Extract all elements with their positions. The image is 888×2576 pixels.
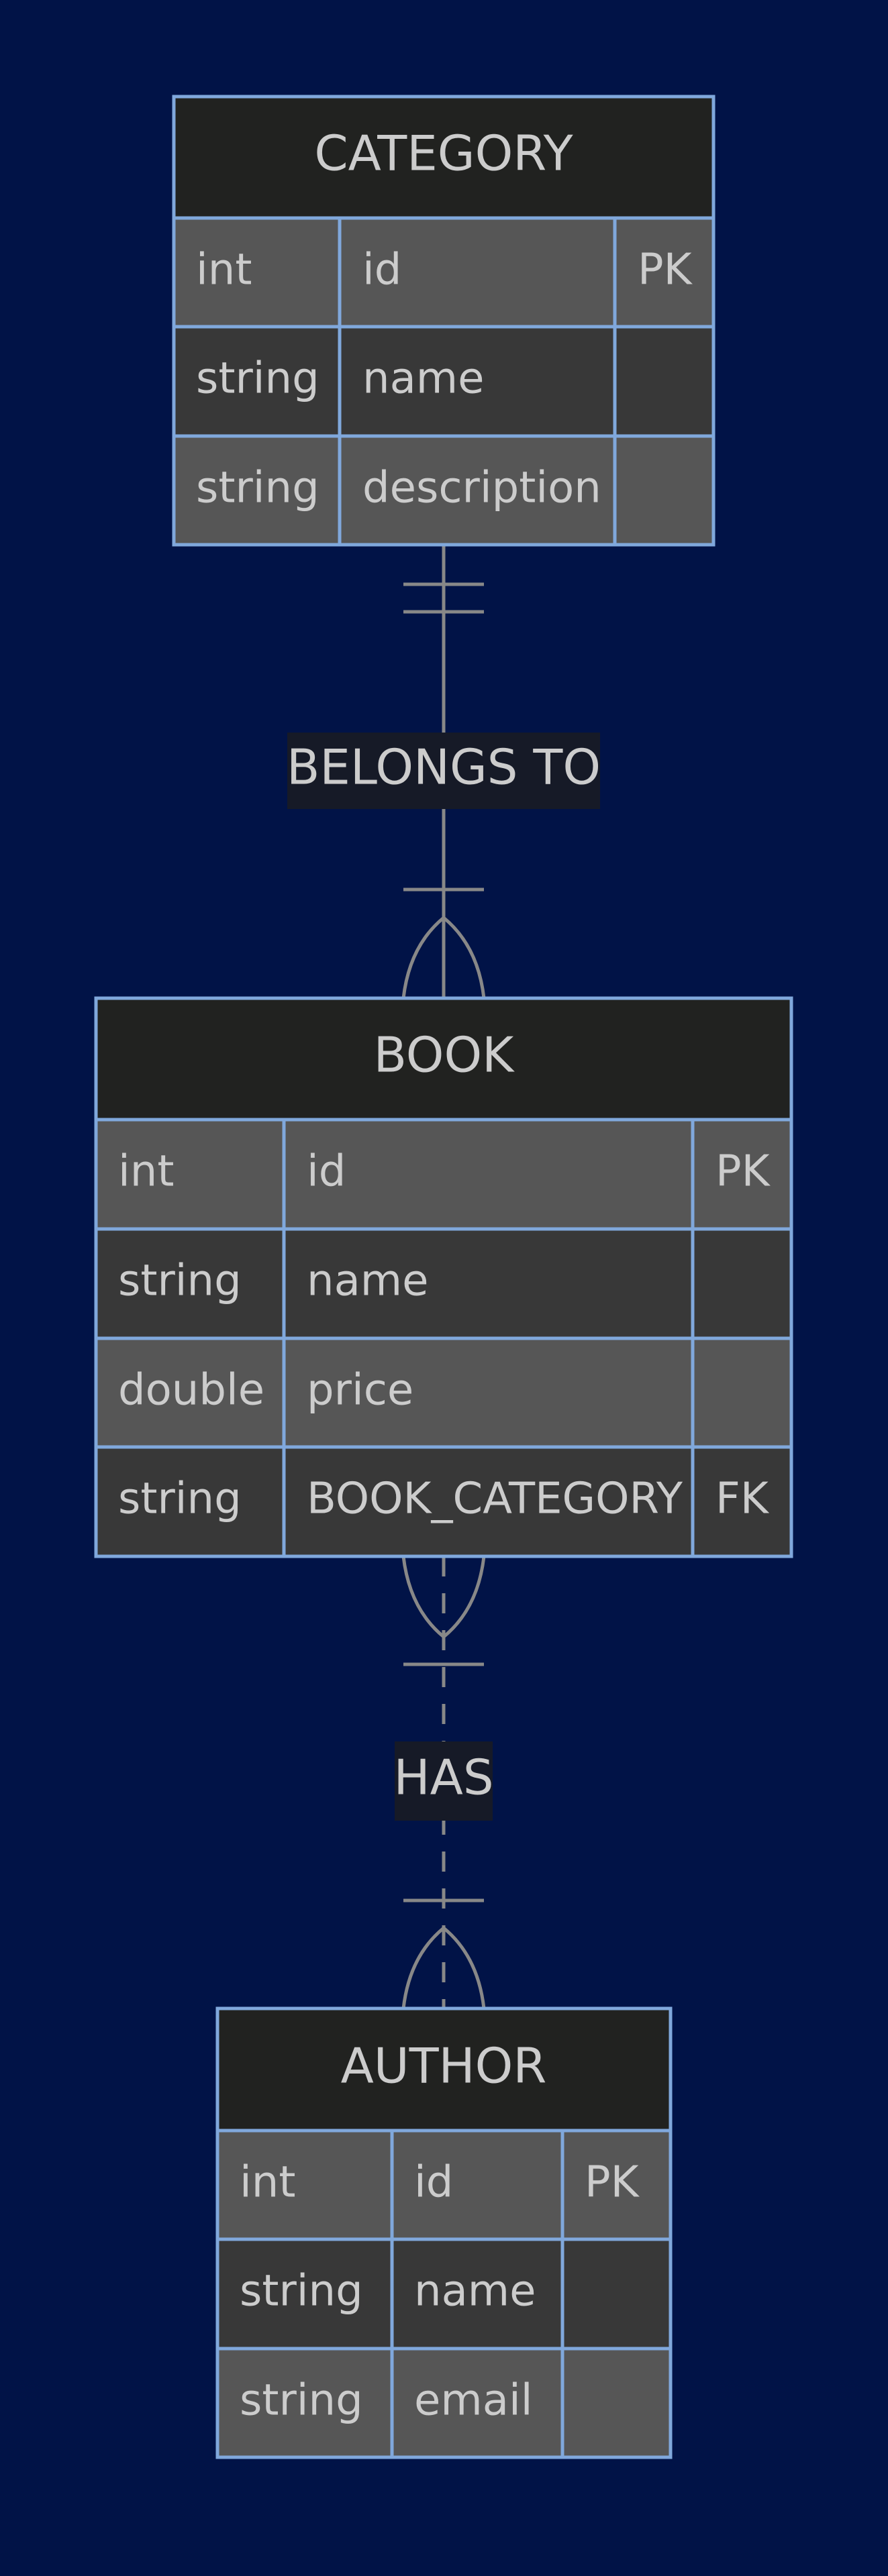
attribute-type: int	[240, 2158, 295, 2208]
attribute-type: string	[240, 2267, 363, 2316]
attribute-name: name	[414, 2267, 536, 2316]
attribute-row	[217, 2349, 671, 2457]
cardinality-crowfoot	[442, 1556, 486, 1638]
entity-header	[96, 998, 791, 1120]
entity-border	[215, 2006, 673, 2459]
attribute-type: string	[196, 464, 319, 513]
entity-category: CATEGORY int id PK string name string de…	[172, 95, 716, 547]
attribute-key: FK	[716, 1474, 770, 1524]
attribute-row	[217, 2131, 671, 2239]
attribute-name: email	[414, 2376, 533, 2426]
entity-border	[94, 996, 793, 1558]
entity-name: CATEGORY	[314, 125, 573, 182]
attribute-name: price	[307, 1366, 413, 1415]
cardinality-crowfoot	[401, 915, 486, 999]
attribute-row	[174, 218, 713, 327]
cardinality-crowfoot	[401, 1556, 445, 1638]
relationship-label-text: HAS	[393, 1750, 493, 1806]
attribute-name: name	[307, 1256, 429, 1306]
attribute-name: description	[362, 464, 601, 513]
attribute-row	[96, 1338, 791, 1447]
attribute-type: string	[196, 354, 319, 404]
attribute-name: id	[307, 1147, 346, 1197]
cardinality-crowfoot	[401, 1925, 486, 2009]
entity-border	[172, 95, 716, 547]
entity-name: AUTHOR	[341, 2038, 547, 2094]
attribute-type: int	[196, 246, 252, 295]
attribute-type: string	[118, 1474, 242, 1524]
attribute-row	[96, 1120, 791, 1229]
attribute-row	[217, 2239, 671, 2349]
attribute-key: PK	[585, 2158, 640, 2208]
relationship-belongs-to: BELONGS TO	[287, 545, 601, 999]
attribute-type: int	[118, 1147, 174, 1197]
relationship-label-text: BELONGS TO	[287, 739, 601, 796]
relationship-label-background	[395, 1741, 493, 1821]
attribute-name: id	[414, 2158, 453, 2208]
attribute-name: BOOK_CATEGORY	[307, 1474, 683, 1524]
attribute-row	[174, 327, 713, 436]
attribute-type: string	[118, 1256, 242, 1306]
relationship-has: HAS	[393, 1556, 494, 2009]
attribute-key: PK	[638, 246, 693, 295]
entity-book: BOOK int id PK string name double price …	[94, 996, 793, 1558]
entity-header	[217, 2008, 671, 2131]
entity-author: AUTHOR int id PK string name string emai…	[215, 2006, 673, 2459]
entity-header	[174, 97, 713, 218]
attribute-type: string	[240, 2376, 363, 2426]
attribute-name: id	[362, 246, 401, 295]
attribute-name: name	[362, 354, 485, 404]
relationship-label-belongs-to: BELONGS TO	[287, 733, 601, 809]
attribute-row	[174, 436, 713, 545]
attribute-key: PK	[716, 1147, 771, 1197]
entity-name: BOOK	[374, 1027, 515, 1083]
attribute-row	[96, 1447, 791, 1556]
attribute-row	[96, 1229, 791, 1338]
relationship-label-background	[287, 733, 600, 809]
relationship-label-has: HAS	[393, 1741, 494, 1821]
attribute-type: double	[118, 1366, 264, 1415]
